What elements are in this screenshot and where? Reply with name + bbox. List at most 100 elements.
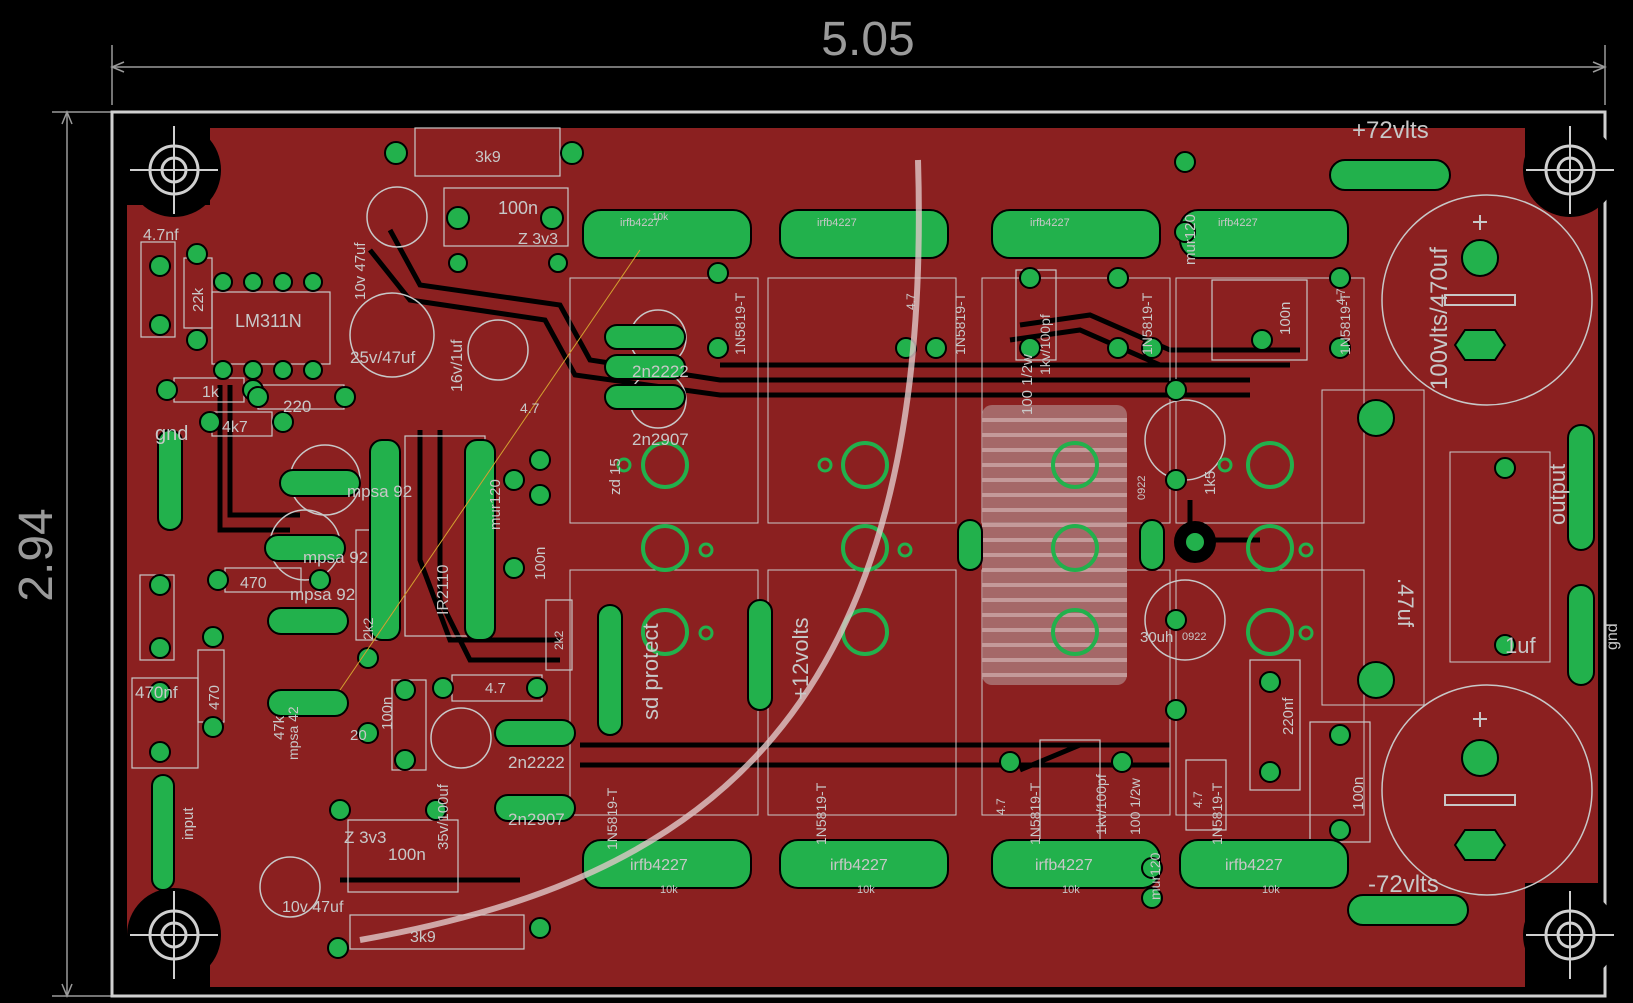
label-c-100n-right: 100n bbox=[1350, 777, 1367, 810]
label-c-10v47uf-top: 10v 47uf bbox=[352, 242, 369, 300]
label-c-100n-mid: 100n bbox=[532, 547, 549, 580]
label-fet-top-1: irfb4227 bbox=[620, 217, 660, 229]
isolation-traces bbox=[217, 228, 1300, 883]
label-net-neg72: -72vlts bbox=[1368, 871, 1439, 898]
label-r-3k9-bot: 3k9 bbox=[410, 929, 436, 946]
label-c-100n-bot: 100n bbox=[388, 845, 426, 864]
label-r-4-7-fet-bot: 4.7 bbox=[994, 798, 1008, 815]
label-r-2k2-b: 2k2 bbox=[552, 630, 566, 650]
heatsink-small-pads bbox=[616, 457, 1314, 641]
label-r-4-7-fet-top2: 4.7 bbox=[1334, 288, 1348, 305]
label-q-mpsa92-1: mpsa 92 bbox=[347, 482, 412, 501]
label-net-sd-protect: sd protect bbox=[638, 623, 663, 720]
mounting-hole-br[interactable] bbox=[1523, 888, 1617, 982]
label-c-100n-top: 100n bbox=[498, 198, 538, 218]
label-net-gnd-left: gnd bbox=[155, 423, 188, 445]
label-zener-low: Z 3v3 bbox=[344, 828, 387, 847]
label-d-1n5819-bot-1: 1N5819-T bbox=[604, 787, 620, 850]
label-c-10v47uf-bot: 10v 47uf bbox=[282, 899, 344, 916]
fet-pads-top bbox=[582, 209, 1349, 259]
label-ind-30uh: 30uh bbox=[1140, 629, 1173, 646]
label-c-35v100uf: 35v/100uf bbox=[435, 783, 452, 850]
label-c-1uf: 1uf bbox=[1505, 633, 1536, 658]
label-r-10k-bot-4: 10k bbox=[1262, 884, 1280, 896]
label-net-12v: +12volts bbox=[788, 617, 813, 700]
airwire bbox=[339, 249, 641, 691]
bulk-cap-bottom bbox=[1381, 684, 1593, 896]
heatsink-ring-pads bbox=[641, 441, 1294, 656]
label-r-10k-bot-1: 10k bbox=[660, 884, 678, 896]
label-d-1n5819-top-3: 1N5819-T bbox=[1139, 292, 1155, 355]
label-r-220: 220 bbox=[283, 397, 311, 416]
label-q-2n2907-low: 2n2907 bbox=[508, 810, 565, 829]
label-c-100v470uf: 100vlts/470uf bbox=[1426, 247, 1453, 390]
label-ic-ir2110: IR2110 bbox=[435, 564, 452, 615]
label-c-100n-low: 100n bbox=[379, 697, 396, 730]
label-r-10k-bot-3: 10k bbox=[1062, 884, 1080, 896]
label-net-output: output bbox=[1545, 464, 1570, 525]
label-c-1kv100pf-top: 1kv/100pf bbox=[1037, 314, 1053, 375]
label-zd-15: zd 15 bbox=[607, 458, 624, 495]
label-r-1k: 1k bbox=[202, 384, 220, 401]
label-zener-top: Z 3v3 bbox=[518, 231, 558, 248]
label-d-mur120-bot: mur120 bbox=[1147, 852, 1163, 900]
label-q-2n2907-top: 2n2907 bbox=[632, 430, 689, 449]
dimension-height bbox=[52, 110, 112, 998]
dimension-height-label: 2.94 bbox=[10, 508, 63, 601]
mounting-hole-tl[interactable] bbox=[127, 123, 221, 217]
dimension-width-label: 5.05 bbox=[821, 13, 914, 66]
jumper-wire bbox=[359, 159, 922, 943]
label-c-470nf: 470nf bbox=[135, 683, 178, 702]
mounting-hole-bl[interactable] bbox=[127, 888, 221, 982]
label-fet-bot-3: irfb4227 bbox=[1035, 857, 1093, 874]
label-c-220nf: 220nf bbox=[1280, 697, 1297, 735]
board-outline bbox=[110, 110, 1607, 998]
label-r-100-2w-top: 100 1/2w bbox=[1019, 354, 1036, 415]
silkscreen-labels: 3k9 100n Z 3v3 4.7nf 10v 47uf 22k LM311N… bbox=[135, 117, 1621, 946]
label-c-47uf: .47uf bbox=[1393, 578, 1418, 628]
label-net-input: input bbox=[180, 807, 197, 840]
mounting-hole-tr[interactable] bbox=[1523, 123, 1617, 217]
label-ind-0922-bot: 0922 bbox=[1182, 631, 1206, 643]
label-r-22k: 22k bbox=[190, 287, 207, 312]
label-r-100-2w-bot: 100 1/2w bbox=[1127, 777, 1143, 835]
label-c-1kv100pf-bot: 1kv/100pf bbox=[1093, 774, 1109, 835]
label-c-4-7nf: 4.7nf bbox=[143, 227, 179, 244]
label-d-1n5819-bot-3: 1N5819-T bbox=[1027, 782, 1043, 845]
label-ic-lm311: LM311N bbox=[235, 311, 302, 331]
label-fet-top-4: irfb4227 bbox=[1218, 217, 1258, 229]
label-r-1k5: 1k5 bbox=[1202, 471, 1219, 495]
label-r-10k-top-1: 10k bbox=[652, 212, 669, 223]
label-d-1n5819-bot-2: 1N5819-T bbox=[813, 782, 829, 845]
label-r-470: 470 bbox=[240, 575, 267, 592]
pads bbox=[149, 141, 1595, 959]
label-fet-bot-2: irfb4227 bbox=[830, 857, 888, 874]
label-q-2n2222-top: 2n2222 bbox=[632, 362, 689, 381]
label-r-2k2-a: 2k2 bbox=[360, 617, 376, 640]
label-q-mpsa42: mpsa 42 bbox=[285, 706, 301, 760]
label-net-pos72: +72vlts bbox=[1352, 117, 1429, 144]
label-d-1n5819-top-2: 1N5819-T bbox=[952, 292, 968, 355]
label-r-470-v: 470 bbox=[206, 685, 223, 710]
label-c-16v1uf: 16v/1uf bbox=[449, 339, 466, 392]
label-q-mpsa92-2: mpsa 92 bbox=[303, 548, 368, 567]
mounting-holes bbox=[127, 123, 1617, 982]
label-r-3k9-top: 3k9 bbox=[475, 149, 501, 166]
label-d-1n5819-top-4: 1N5819-T bbox=[1337, 292, 1353, 355]
label-r-4-7-fet-bot2: 4.7 bbox=[1191, 791, 1205, 808]
label-net-gnd-right: gnd bbox=[1604, 623, 1621, 650]
bulk-cap-top bbox=[1381, 194, 1593, 406]
label-fet-top-2: irfb4227 bbox=[817, 217, 857, 229]
label-d-mur120-mid: mur120 bbox=[487, 479, 504, 530]
polarity-marks bbox=[1444, 215, 1516, 806]
label-d-mur120-top: mur120 bbox=[1182, 214, 1199, 265]
label-ind-0922-top: 0922 bbox=[1136, 476, 1148, 500]
label-d-1n5819-bot-4: 1N5819-T bbox=[1209, 782, 1225, 845]
fet-pads-bottom bbox=[582, 839, 1349, 889]
label-fet-bot-1: irfb4227 bbox=[630, 857, 688, 874]
label-r-4-7-low: 4.7 bbox=[485, 680, 506, 697]
label-r-4-7-top: 4.7 bbox=[520, 400, 540, 416]
label-c-25v47uf: 25v/47uf bbox=[350, 348, 415, 367]
label-r-47k: 47k bbox=[271, 715, 288, 740]
